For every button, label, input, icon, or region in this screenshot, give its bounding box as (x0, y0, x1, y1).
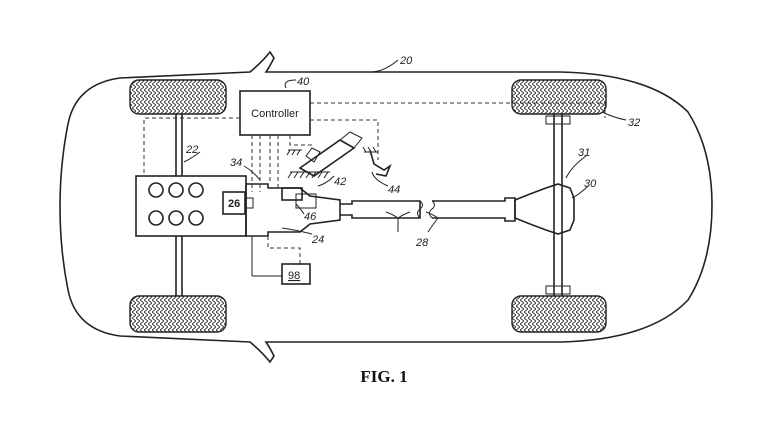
pedal-44 (362, 146, 392, 177)
ref-98: 98 (288, 270, 300, 282)
wheel-front-left (129, 79, 227, 115)
signal-lines (143, 117, 240, 176)
ref-32: 32 (628, 117, 640, 129)
ref-24: 24 (311, 234, 324, 246)
ref-26: 26 (228, 198, 240, 210)
leader-lines (369, 59, 399, 73)
wheel-rear-right (511, 295, 607, 333)
ref-46: 46 (304, 211, 317, 223)
ref-31: 31 (578, 147, 590, 159)
ref-30: 30 (584, 178, 597, 190)
ref-42: 42 (334, 176, 346, 188)
ref-20: 20 (399, 55, 413, 67)
driveshaft-front (340, 200, 421, 219)
ref-22: 22 (185, 144, 198, 156)
differential (514, 183, 575, 235)
controller-box (239, 90, 311, 136)
wheel-front-right (129, 295, 227, 333)
ref-40: 40 (297, 76, 310, 88)
controller-label: Controller (251, 108, 299, 120)
ref-44: 44 (388, 184, 400, 196)
pedal-42 (286, 131, 363, 179)
module-98-box (281, 263, 311, 285)
vehicle-body-outline (59, 50, 713, 364)
driveshaft-rear (432, 197, 516, 222)
ref-34: 34 (230, 157, 242, 169)
figure-caption: FIG. 1 (360, 367, 407, 386)
ref-28: 28 (415, 237, 429, 249)
wheel-rear-left (511, 79, 607, 115)
